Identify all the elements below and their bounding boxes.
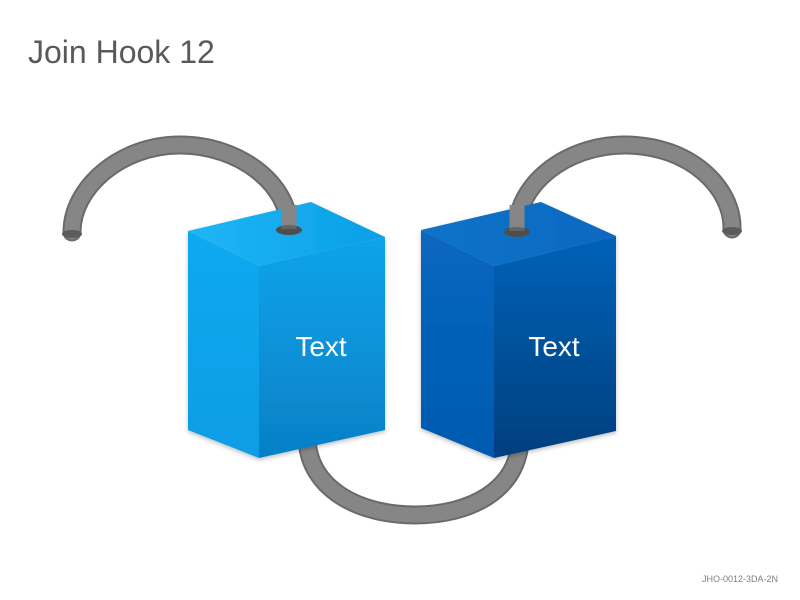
left-block-front (259, 237, 385, 458)
right-block-side (421, 230, 494, 458)
slide-title: Join Hook 12 (28, 34, 215, 70)
right-block-label: Text (528, 331, 580, 362)
right-hook (507, 135, 742, 239)
left-block: Text (188, 202, 385, 458)
left-block-label: Text (295, 331, 347, 362)
left-hook (62, 135, 299, 242)
right-block: Text (421, 202, 616, 458)
slide-code: JHO-0012-3DA-2N (701, 574, 778, 584)
left-block-side (188, 231, 259, 458)
right-block-front (494, 236, 616, 458)
bottom-connector (297, 438, 530, 525)
